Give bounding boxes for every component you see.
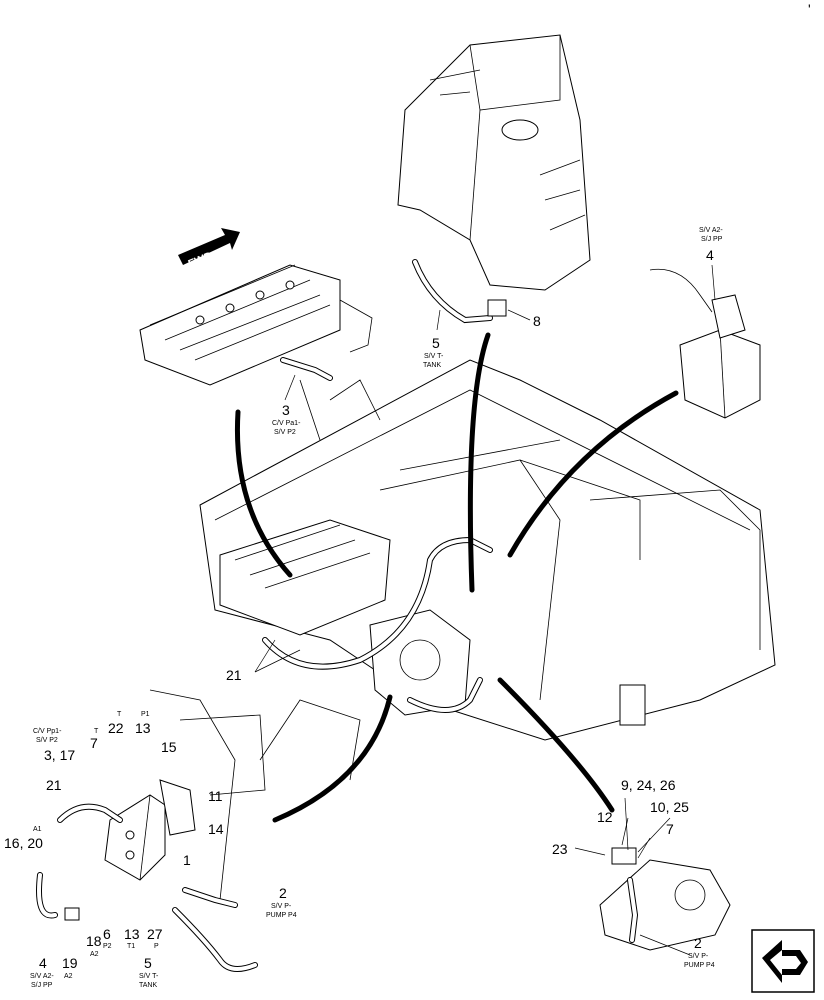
callout-12: 12 [597, 809, 613, 825]
callout-3-top: 3 [282, 402, 290, 418]
ref-arc-left [234, 409, 293, 578]
bracket-11 [159, 779, 196, 836]
callout-a2-18: A2 [90, 951, 99, 958]
callout-t-top2: T [117, 711, 122, 718]
callout-4-top: 4 [706, 247, 714, 263]
callout-p1-top: P1 [141, 711, 150, 718]
callout-t-top: T [94, 728, 99, 735]
callout-5-left-sub2: TANK [139, 982, 157, 989]
lower-left-frame [149, 689, 361, 901]
ref-arc-lower-left [272, 694, 393, 823]
callout-p2: P2 [103, 943, 112, 950]
callout-13-bottom: 13 [124, 926, 140, 942]
callout-2-right-sub1: S/V P- [688, 953, 709, 960]
callout-a2-19: A2 [64, 973, 73, 980]
callout-5-left-sub1: S/V T- [139, 973, 159, 980]
callout-p: P [154, 943, 159, 950]
callout-4-top-sub2: S/J PP [701, 236, 723, 243]
callout-19: 19 [62, 955, 78, 971]
callout-23: 23 [552, 841, 568, 857]
callout-pp1-sub2: S/V P2 [36, 737, 58, 744]
callout-21-left: 21 [46, 777, 62, 793]
callout-t1: T1 [127, 943, 135, 950]
callout-7-right: 7 [666, 821, 674, 837]
callout-7-left: 7 [90, 735, 98, 751]
hydraulic-tank [397, 34, 591, 291]
callout-8: 8 [533, 313, 541, 329]
callout-21-middle: 21 [226, 667, 242, 683]
callout-16-20: 16, 20 [4, 835, 43, 851]
pump-lower-right [599, 859, 731, 951]
callout-15: 15 [161, 739, 177, 755]
callout-9-24-26: 9, 24, 26 [621, 777, 676, 793]
callout-4-left-sub2: S/J PP [31, 982, 53, 989]
ref-arc-lower-right [497, 677, 615, 813]
callout-13-top: 13 [135, 720, 151, 736]
callout-10-25: 10, 25 [650, 799, 689, 815]
callout-pp1-sub1: C/V Pp1- [33, 728, 62, 735]
callout-5-top-sub1: S/V T- [424, 353, 444, 360]
callout-2-left: 2 [279, 885, 287, 901]
callout-2-left-sub2: PUMP P4 [266, 912, 297, 919]
callout-3-top-sub1: C/V Pa1- [272, 420, 301, 427]
callout-a1: A1 [33, 826, 42, 833]
ref-arc-right [507, 390, 679, 558]
callout-1: 1 [183, 852, 191, 868]
callout-2-right-sub2: PUMP P4 [684, 962, 715, 969]
callout-18: 18 [86, 933, 102, 949]
callout-3-17: 3, 17 [44, 747, 75, 763]
solenoid-valve-top-right [649, 268, 761, 419]
callout-5-top: 5 [432, 335, 440, 351]
callout-2-left-sub1: S/V P- [271, 903, 292, 910]
callout-22: 22 [108, 720, 124, 736]
callout-4-top-sub1: S/V A2- [699, 227, 723, 234]
callout-3-top-sub2: S/V P2 [274, 429, 296, 436]
callout-5-top-sub2: TANK [423, 362, 441, 369]
callout-11: 11 [208, 788, 223, 804]
control-valve-on-frame [219, 519, 391, 636]
ref-arc-tank [467, 332, 491, 593]
next-page-icon[interactable] [751, 929, 815, 993]
callout-6: 6 [103, 926, 111, 942]
callout-5-left: 5 [144, 955, 152, 971]
fwd-arrow: FWD [178, 228, 240, 270]
callout-4-left-sub1: S/V A2- [30, 973, 54, 980]
callout-27: 27 [147, 926, 163, 942]
top-right-mark: ' [808, 1, 811, 17]
callout-14: 14 [208, 821, 224, 837]
callout-2-right: 2 [694, 935, 702, 951]
valve-block-1 [104, 794, 166, 881]
callout-4-left: 4 [39, 955, 47, 971]
control-valve-top [139, 264, 373, 386]
